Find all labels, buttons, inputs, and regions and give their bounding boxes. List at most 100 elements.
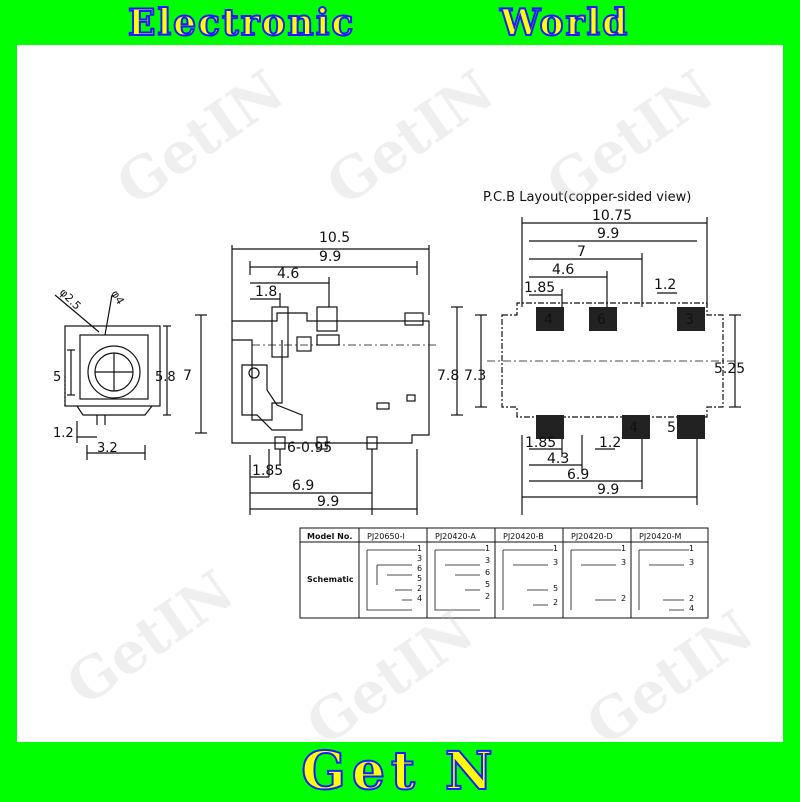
- table-border: [299, 527, 709, 619]
- svg-text:2: 2: [689, 594, 694, 603]
- pcb-dim-7-3: 7.3: [464, 368, 486, 384]
- pcb-outline: [501, 302, 724, 418]
- front-dim-5-8: 5.8: [155, 370, 176, 385]
- front-view: [54, 294, 171, 460]
- model-table: Model No. PJ20650-I PJ20420-A PJ20420-B …: [299, 527, 709, 619]
- pcb-dim-9-9-bottom: 9.9: [597, 482, 619, 498]
- schematic-1-pins: 1 3 6 5 2 4: [417, 544, 422, 603]
- svg-text:6: 6: [417, 564, 422, 573]
- pcb-dim-6-9: 6.9: [567, 467, 589, 483]
- bottom-banner: Get N: [0, 740, 800, 802]
- pcb-dim-10-75: 10.75: [592, 208, 632, 224]
- svg-text:4: 4: [689, 604, 694, 613]
- pcb-pin-labels: 4 6 3 4 5: [544, 312, 694, 436]
- header-left-text: Electronic: [127, 1, 356, 45]
- schematic-5: [638, 549, 689, 611]
- pcb-pads: [536, 307, 705, 439]
- pin-label-top-6: 6: [597, 312, 606, 328]
- front-view-inner: [79, 334, 149, 400]
- svg-text:3: 3: [553, 558, 558, 567]
- side-view-body: [231, 312, 430, 444]
- pad-top-2: [589, 307, 617, 331]
- svg-text:2: 2: [485, 592, 490, 601]
- svg-text:1: 1: [553, 544, 558, 553]
- side-dim-1-85: 1.85: [252, 463, 283, 479]
- pcb-dim-7-8: 7.8: [437, 368, 459, 384]
- pad-bottom-2: [622, 415, 650, 439]
- table-model-2: PJ20420-A: [435, 532, 476, 541]
- side-view-spring: [241, 364, 303, 431]
- pad-top-1: [536, 307, 564, 331]
- side-dim-1-8: 1.8: [255, 284, 277, 300]
- side-view-pin-1: [271, 306, 289, 358]
- side-view: [195, 245, 437, 515]
- schematic-3-pins: 1 3 5 2: [553, 544, 558, 607]
- schematic-2: [434, 549, 485, 611]
- front-view-outer-circle: [87, 345, 141, 399]
- svg-text:3: 3: [621, 558, 626, 567]
- pcb-dim-1-85-bottom: 1.85: [525, 435, 556, 451]
- side-dim-9-9: 9.9: [319, 249, 341, 265]
- schematic-5-pins: 1 3 2 4: [689, 544, 694, 613]
- side-view-labels: 10.5 9.9 4.6 1.8 7 6-0.95 1.85 6.9 9.9: [183, 230, 350, 510]
- schematic-4-pins: 1 3 2: [621, 544, 626, 603]
- pad-top-3: [677, 307, 705, 331]
- svg-text:3: 3: [417, 554, 422, 563]
- side-dim-7: 7: [183, 368, 192, 384]
- side-dim-6-9: 6.9: [292, 478, 314, 494]
- svg-text:5: 5: [485, 580, 490, 589]
- schematic-3: [502, 549, 553, 610]
- table-row-header: Model No.: [307, 532, 352, 541]
- pcb-dim-1-85: 1.85: [524, 280, 555, 296]
- pcb-dim-5-25: 5.25: [714, 361, 745, 377]
- pcb-labels: P.C.B Layout(copper-sided view) 10.75 9.…: [437, 190, 745, 498]
- svg-text:5: 5: [417, 574, 422, 583]
- side-dim-6-0-95: 6-0.95: [287, 440, 332, 456]
- side-view-pin-2: [316, 306, 338, 332]
- table-schematic-label: Schematic: [307, 575, 354, 584]
- pin-label-bottom-5: 5: [667, 420, 676, 436]
- schematic-2-pins: 1 3 6 5 2: [485, 544, 490, 601]
- pin-label-top-3: 3: [685, 312, 694, 328]
- side-view-pin-3: [404, 312, 424, 326]
- table-model-3: PJ20420-B: [503, 532, 544, 541]
- side-view-contact: [232, 339, 283, 421]
- front-view-body: [64, 325, 161, 407]
- pin-label-bottom-4: 4: [629, 420, 638, 436]
- technical-drawing: GetIN GetIN GetIN GetIN GetIN GetIN: [17, 45, 783, 759]
- svg-text:2: 2: [417, 584, 422, 593]
- pad-bottom-3: [677, 415, 705, 439]
- pin-label-top-4: 4: [544, 312, 553, 328]
- svg-text:6: 6: [485, 568, 490, 577]
- front-view-leader-2: [104, 294, 113, 336]
- pcb-dim-7: 7: [577, 244, 586, 260]
- table-model-5: PJ20420-M: [639, 532, 682, 541]
- svg-text:1: 1: [689, 544, 694, 553]
- schematic-1: [366, 549, 417, 611]
- front-angle-2: φ4: [108, 288, 126, 307]
- svg-text:1: 1: [417, 544, 422, 553]
- side-dim-9-9-bottom: 9.9: [317, 494, 339, 510]
- schematic-4: [570, 549, 621, 610]
- drawing-svg: 4 6 3 4 5 5 5.8 1.2 3.2 φ2.5 φ4 10.5 9.9…: [53, 190, 745, 619]
- top-banner: Electronic World: [0, 0, 800, 45]
- front-dim-5: 5: [53, 370, 61, 385]
- pcb-title: P.C.B Layout(copper-sided view): [483, 190, 691, 205]
- pcb-dim-1-2: 1.2: [654, 277, 676, 293]
- svg-text:5: 5: [553, 584, 558, 593]
- header-right-text: World: [499, 1, 630, 45]
- pcb-layout: [451, 217, 741, 515]
- front-dim-3-2: 3.2: [97, 441, 118, 456]
- pad-bottom-1: [536, 415, 564, 439]
- side-dim-4-6: 4.6: [277, 266, 299, 282]
- pcb-dim-1-2-bottom: 1.2: [599, 435, 621, 451]
- svg-text:2: 2: [621, 594, 626, 603]
- table-model-1: PJ20650-I: [367, 532, 405, 541]
- table-model-4: PJ20420-D: [571, 532, 613, 541]
- front-dim-1-2: 1.2: [53, 426, 74, 441]
- front-view-leader-1: [54, 294, 100, 333]
- side-dim-10-5: 10.5: [319, 230, 350, 246]
- pcb-dim-4-6: 4.6: [552, 262, 574, 278]
- svg-text:1: 1: [485, 544, 490, 553]
- svg-text:1: 1: [621, 544, 626, 553]
